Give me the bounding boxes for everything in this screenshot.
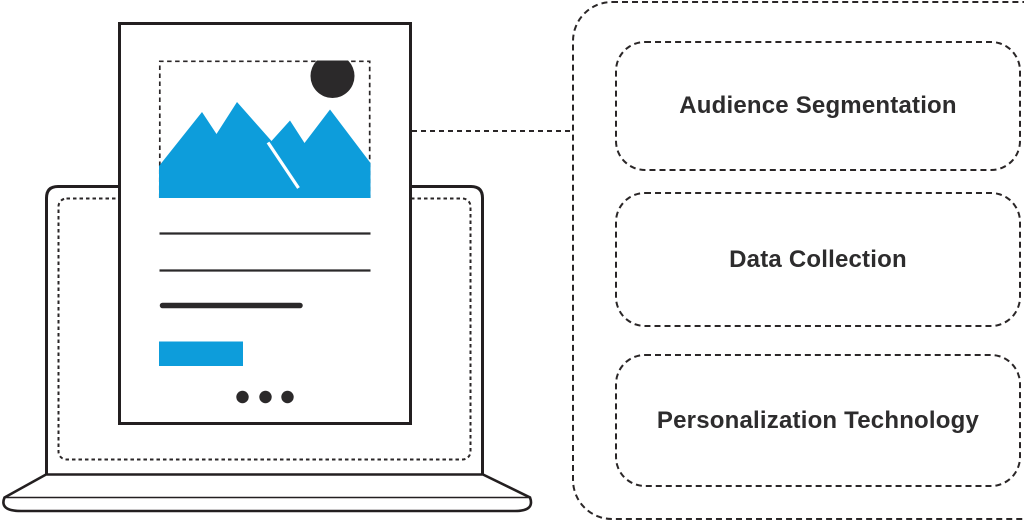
carousel-dot-icon	[259, 390, 272, 404]
category-label: Data Collection	[729, 245, 907, 273]
category-label: Personalization Technology	[656, 406, 980, 434]
laptop-base	[2, 473, 533, 513]
categories-panel	[572, 1, 1024, 520]
carousel-dot-icon	[236, 390, 249, 404]
mountain-slope-highlight	[266, 141, 300, 189]
category-box-audience-segmentation: Audience Segmentation	[615, 41, 1021, 171]
category-box-data-collection: Data Collection	[615, 192, 1021, 327]
mock-cta-button	[159, 341, 243, 366]
category-box-personalization-technology: Personalization Technology	[615, 354, 1021, 487]
mountains-icon	[159, 102, 371, 198]
image-placeholder-content	[159, 60, 371, 198]
category-label: Audience Segmentation	[679, 92, 957, 119]
image-placeholder-frame	[158, 60, 371, 198]
sun-icon	[310, 60, 355, 98]
carousel-dot-icon	[281, 390, 294, 404]
